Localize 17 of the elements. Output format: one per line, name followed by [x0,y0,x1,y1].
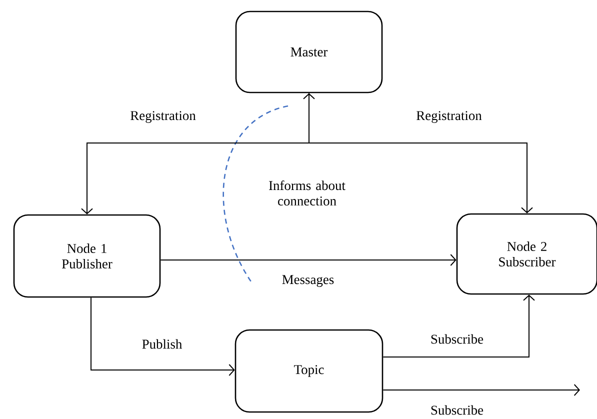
arrow [81,93,315,214]
edge-label: Publish [140,338,184,350]
note-label: Informs about connection [269,180,346,206]
edge-label: Registration [415,110,483,124]
arrow [90,297,235,376]
arrow [382,294,535,358]
process-box: Master [235,10,383,94]
arrow [382,384,580,396]
process-box: Topic [234,329,384,413]
arrow [308,92,533,214]
edge-label: Subscribe [429,333,485,345]
process-box: Node 1 Publisher [13,214,161,298]
edge-label: Messages [280,274,336,288]
arrow [160,254,456,266]
edge-label: Subscribe [429,404,485,416]
process-box: Node 2 Subscriber [456,213,597,295]
edge-label: Registration [129,110,197,124]
